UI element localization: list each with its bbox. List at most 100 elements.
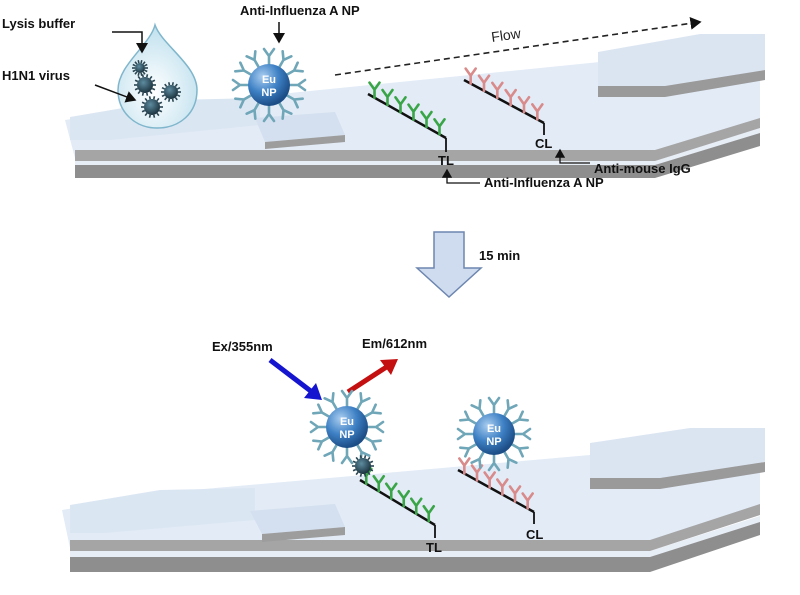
strip-membrane-side bbox=[70, 504, 760, 551]
absorbent-pad bbox=[590, 428, 765, 478]
top-cl-label: CL bbox=[535, 136, 552, 151]
nanoparticle-antibodies bbox=[309, 389, 385, 465]
control-antibody-label: Anti-mouse IgG bbox=[594, 161, 691, 176]
antibody-icon bbox=[508, 485, 522, 503]
antibody-icon bbox=[510, 410, 529, 425]
antibody-icon bbox=[278, 101, 293, 120]
antibody-icon bbox=[496, 478, 509, 496]
bottom-cl-label: CL bbox=[526, 527, 543, 542]
control-line-bar bbox=[463, 78, 545, 125]
antibody-icon bbox=[459, 443, 478, 458]
antibody-icon bbox=[262, 104, 276, 123]
antibody-icon bbox=[513, 427, 532, 441]
eu-nanoparticle: Eu NP bbox=[231, 47, 307, 123]
antibody-icon bbox=[422, 504, 436, 523]
control-antibody-pointer bbox=[554, 148, 590, 164]
excitation-arrowhead bbox=[304, 383, 322, 400]
antibody-icon bbox=[458, 457, 471, 475]
antibody-icon bbox=[464, 67, 477, 85]
conjugate-pad bbox=[255, 112, 345, 142]
antibody-icon bbox=[433, 118, 446, 136]
conjugate-pad-side bbox=[265, 135, 345, 149]
antibody-icon bbox=[366, 420, 385, 434]
test-antibodies bbox=[359, 467, 436, 523]
absorbent-pad-side bbox=[590, 462, 765, 489]
emission-arrow bbox=[346, 363, 390, 395]
virus-pointer bbox=[94, 84, 137, 103]
antibody-icon bbox=[285, 61, 304, 76]
antibody-icon bbox=[340, 446, 354, 465]
antibody-icon bbox=[394, 96, 407, 114]
antibody-icon bbox=[245, 50, 260, 69]
antibody-icon bbox=[285, 94, 304, 109]
antibody-icon bbox=[470, 399, 485, 418]
lysis-buffer-pointer bbox=[112, 31, 148, 54]
antibody-icon bbox=[278, 50, 293, 69]
antibody-icon bbox=[487, 396, 501, 415]
antibody-icon bbox=[384, 482, 398, 501]
antibody-icon bbox=[420, 110, 433, 129]
antibody-icon bbox=[483, 471, 496, 489]
emission-label: Em/612nm bbox=[362, 336, 427, 351]
antibody-icon bbox=[477, 74, 491, 93]
antibody-icon bbox=[521, 492, 534, 510]
antibody-icon bbox=[234, 61, 253, 76]
control-antibodies bbox=[458, 457, 534, 510]
strip-base-side bbox=[70, 520, 760, 572]
np-label-eu: Eu bbox=[487, 423, 501, 435]
conjugate-label: Anti-Influenza A NP bbox=[240, 3, 360, 18]
antibody-icon bbox=[459, 410, 478, 425]
nanoparticle-antibodies bbox=[456, 396, 532, 472]
np-label-np: NP bbox=[339, 429, 354, 441]
antibody-icon bbox=[231, 78, 250, 92]
bottom-control-line bbox=[457, 457, 535, 524]
antibody-icon bbox=[312, 403, 331, 418]
absorbent-pad-side bbox=[598, 70, 765, 97]
flow-label: Flow bbox=[490, 25, 522, 45]
antibody-icon bbox=[407, 103, 420, 121]
antibody-icon bbox=[503, 399, 518, 418]
test-antibody-label: Anti-Influenza A NP bbox=[484, 175, 604, 190]
lysis-buffer-label: Lysis buffer bbox=[2, 16, 75, 31]
eu-nanoparticle-bound: Eu NP bbox=[309, 389, 385, 465]
lysis-droplet bbox=[117, 22, 198, 129]
droplet-shape bbox=[117, 22, 198, 129]
virus-particle bbox=[132, 60, 181, 118]
antibody-icon bbox=[372, 474, 386, 493]
antibody-icon bbox=[368, 81, 381, 99]
antibody-icon bbox=[510, 443, 529, 458]
top-tl-label: TL bbox=[438, 153, 454, 168]
virus-icon bbox=[132, 60, 148, 76]
antibody-icon bbox=[340, 389, 354, 408]
strip-membrane bbox=[65, 58, 760, 158]
nanoparticle-core bbox=[248, 64, 290, 106]
captured-virus bbox=[352, 455, 374, 477]
top-strip bbox=[65, 34, 765, 178]
excitation-label: Ex/355nm bbox=[212, 339, 273, 354]
antibody-icon bbox=[397, 489, 411, 508]
antibody-icon bbox=[504, 88, 517, 107]
antibody-icon bbox=[288, 78, 307, 92]
antibody-icon bbox=[323, 443, 338, 462]
antibody-icon bbox=[234, 94, 253, 109]
np-label-eu: Eu bbox=[340, 416, 354, 428]
nanoparticle-antibodies bbox=[231, 47, 307, 123]
strip-base-side bbox=[75, 132, 760, 178]
excitation-arrow bbox=[268, 358, 314, 394]
antibody-icon bbox=[491, 81, 504, 100]
antibody-icon bbox=[531, 103, 544, 121]
antibody-icon bbox=[262, 47, 276, 66]
antibody-icon bbox=[312, 436, 331, 451]
control-line-bar bbox=[457, 468, 535, 514]
np-label-np: NP bbox=[261, 87, 276, 99]
strip-base-rim bbox=[70, 516, 760, 557]
flow-arrow bbox=[334, 17, 702, 76]
antibody-icon bbox=[323, 392, 338, 411]
time-label: 15 min bbox=[479, 248, 520, 263]
np-label-np: NP bbox=[486, 436, 501, 448]
bottom-test-line bbox=[359, 467, 436, 538]
top-control-line bbox=[463, 67, 545, 135]
antibody-icon bbox=[487, 453, 501, 472]
